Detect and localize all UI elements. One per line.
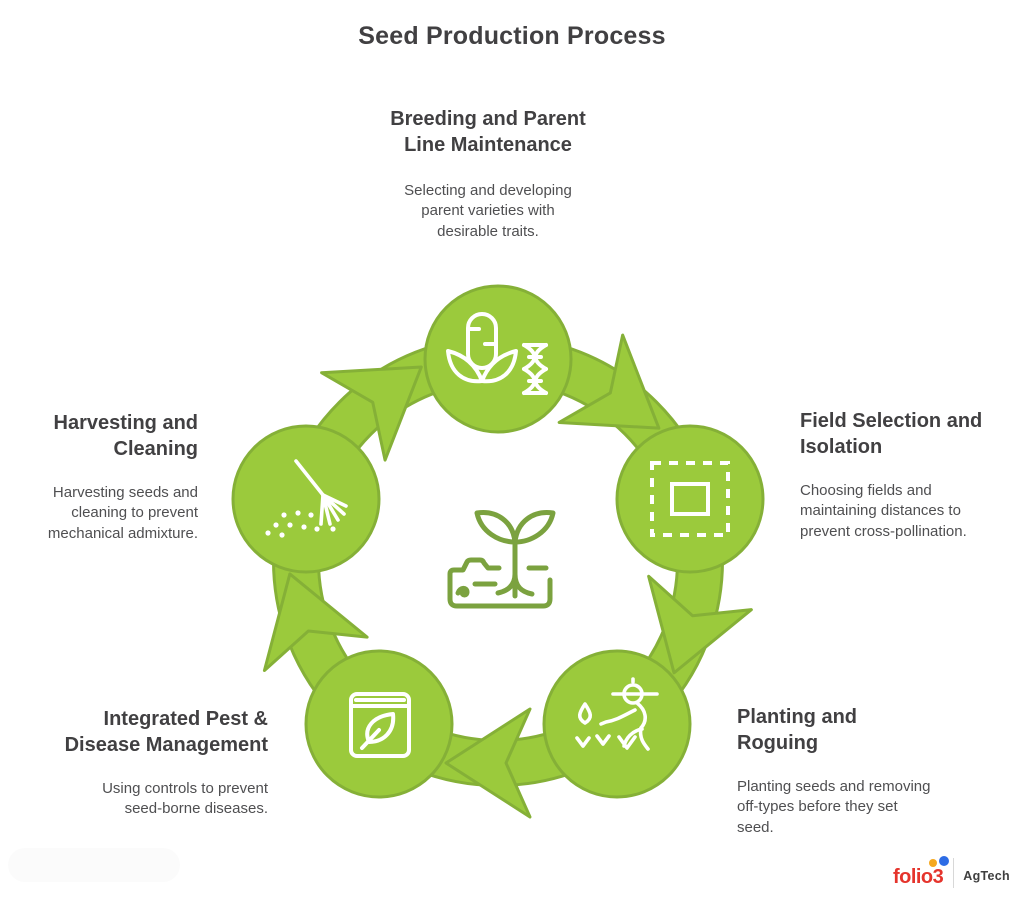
- rake-seeds-icon: [231, 424, 381, 574]
- stage-planting-description: Planting seeds and removing off-types be…: [737, 777, 931, 837]
- stage-breeding-title: Breeding and Parent Line Maintenance: [390, 108, 586, 157]
- field-selection-circle: [615, 424, 765, 574]
- farmer-planting-icon: [542, 649, 692, 799]
- arrow-top-to-right: [557, 333, 661, 430]
- planting-circle: [542, 649, 692, 799]
- stage-field-selection-title: Field Selection and Isolation: [800, 410, 983, 459]
- ipm-circle: [304, 649, 454, 799]
- stage-ipm-text: Integrated Pest & Disease Management Usi…: [36, 706, 268, 820]
- logo-division-text: AgTech: [963, 869, 1010, 883]
- cycle-arrows: [262, 333, 753, 819]
- arrow-left-to-top: [320, 365, 423, 462]
- stage-ipm-title: Integrated Pest & Disease Management: [64, 708, 268, 757]
- folio3-wordmark: folio3: [892, 855, 949, 889]
- harvesting-circle: [231, 424, 381, 574]
- seedling-soil-icon: [447, 510, 556, 609]
- book-leaf-icon: [304, 649, 454, 799]
- folio3-agtech-logo: folio3 AgTech: [893, 854, 1010, 892]
- stage-harvesting-title: Harvesting and Cleaning: [53, 412, 198, 461]
- stage-field-selection-text: Field Selection and Isolation Choosing f…: [800, 408, 996, 543]
- logo-blue-dot-icon: [938, 855, 949, 866]
- logo-yellow-dot-icon: [928, 858, 937, 867]
- stage-ipm-description: Using controls to prevent seed-borne dis…: [102, 779, 268, 818]
- stage-breeding-description: Selecting and developing parent varietie…: [404, 181, 572, 241]
- page-title: Seed Production Process: [358, 22, 666, 50]
- stage-field-selection-description: Choosing fields and maintaining distance…: [800, 481, 967, 541]
- arrow-bottomright-to-bottomleft: [444, 707, 532, 819]
- stage-harvesting-text: Harvesting and Cleaning Harvesting seeds…: [12, 410, 198, 545]
- breeding-circle: [423, 284, 573, 434]
- field-plot-icon: [650, 461, 730, 537]
- arrow-right-to-bottomright: [647, 574, 753, 675]
- corn-dna-icon: [446, 312, 548, 395]
- logo-divider: [953, 858, 955, 888]
- stage-harvesting-description: Harvesting seeds and cleaning to prevent…: [47, 483, 198, 543]
- stage-planting-text: Planting and Roguing Planting seeds and …: [737, 704, 937, 839]
- arrow-bottomleft-to-left: [262, 572, 369, 673]
- stage-planting-title: Planting and Roguing: [737, 706, 857, 755]
- stage-breeding-text: Breeding and Parent Line Maintenance Sel…: [338, 106, 638, 243]
- logo-brand-text: folio3: [892, 865, 944, 888]
- faded-watermark: [8, 848, 180, 882]
